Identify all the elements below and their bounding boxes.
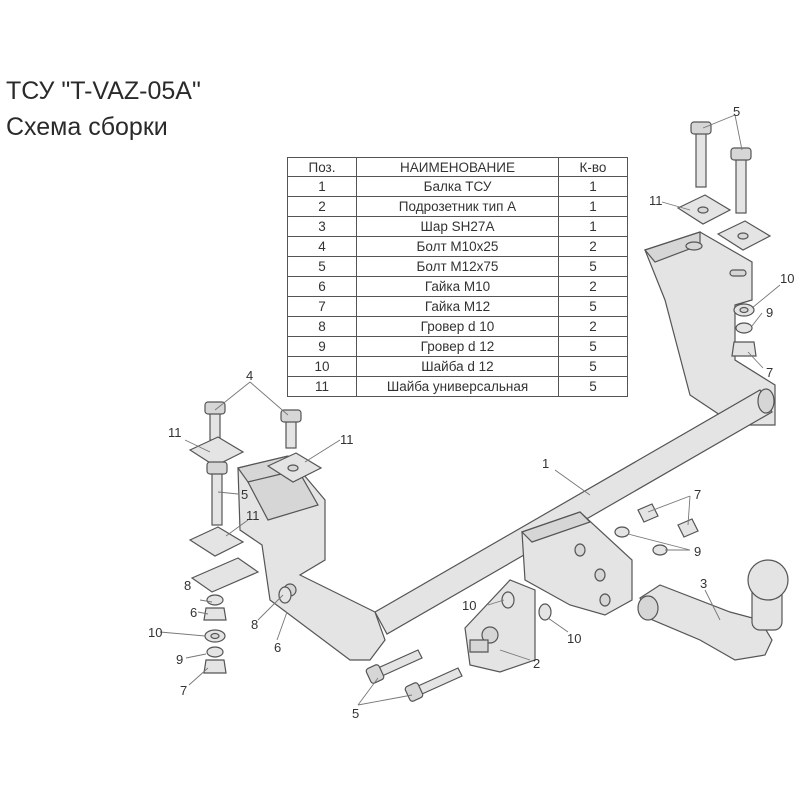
cell-name: Болт М10х25	[356, 236, 559, 257]
callout-5-top: 5	[733, 104, 740, 119]
callout-2: 2	[533, 656, 540, 671]
callout-10-center: 10	[462, 598, 476, 613]
callout-6-left: 6	[190, 605, 197, 620]
callout-3: 3	[700, 576, 707, 591]
callout-10-right: 10	[780, 271, 794, 286]
callout-8-left: 8	[184, 578, 191, 593]
callout-4: 4	[246, 368, 253, 383]
cell-qty: 5	[558, 376, 628, 397]
tow-ball	[637, 559, 789, 661]
callout-11-top: 11	[649, 193, 663, 208]
cell-qty: 5	[558, 256, 628, 277]
callout-11-right: 11	[340, 432, 354, 447]
parts-table-header: Поз. НАИМЕНОВАНИЕ К-во	[287, 157, 628, 177]
callout-5-bottom: 5	[352, 706, 359, 721]
bottom-bolts	[365, 649, 463, 702]
callout-1: 1	[542, 456, 549, 471]
callout-10-lower: 10	[567, 631, 581, 646]
cell-pos: 11	[287, 376, 357, 397]
left-mounting-bracket	[236, 455, 386, 661]
ball-mount-plates	[520, 511, 633, 616]
callout-9-left: 9	[176, 652, 183, 667]
right-mounting-bracket	[643, 231, 776, 426]
callout-7-center: 7	[694, 487, 701, 502]
callout-7-right: 7	[766, 365, 773, 380]
cell-name: Шайба d 12	[356, 356, 559, 377]
cell-name: Подрозетник тип А	[356, 196, 559, 217]
cell-name: Гровер d 12	[356, 336, 559, 357]
callout-11-left: 11	[168, 425, 182, 440]
left-top-bolts	[188, 401, 323, 593]
hitch-beam	[374, 388, 775, 635]
callout-6-center: 6	[274, 640, 281, 655]
callout-10-left: 10	[148, 625, 162, 640]
cell-name: Болт М12х75	[356, 256, 559, 277]
callout-7-left: 7	[180, 683, 187, 698]
center-fasteners	[278, 503, 699, 621]
callout-8-center: 8	[251, 617, 258, 632]
leader-lines	[159, 114, 781, 706]
left-fastener-stack	[203, 594, 227, 674]
callout-5-left: 5	[241, 487, 248, 502]
diagram-title: ТСУ "T-VAZ-05A"	[6, 77, 201, 105]
cell-name: Шайба универсальная	[356, 376, 559, 397]
right-fastener-stack	[731, 303, 757, 357]
callout-9-center: 9	[694, 544, 701, 559]
socket-plate	[464, 579, 536, 673]
callout-11-lower: 11	[246, 508, 260, 523]
cell-name: Гайка М10	[356, 276, 559, 297]
callout-9-right: 9	[766, 305, 773, 320]
upper-right-bolts	[676, 121, 772, 251]
diagram-subtitle: Схема сборки	[6, 113, 168, 141]
header-pos: Поз.	[287, 157, 357, 177]
